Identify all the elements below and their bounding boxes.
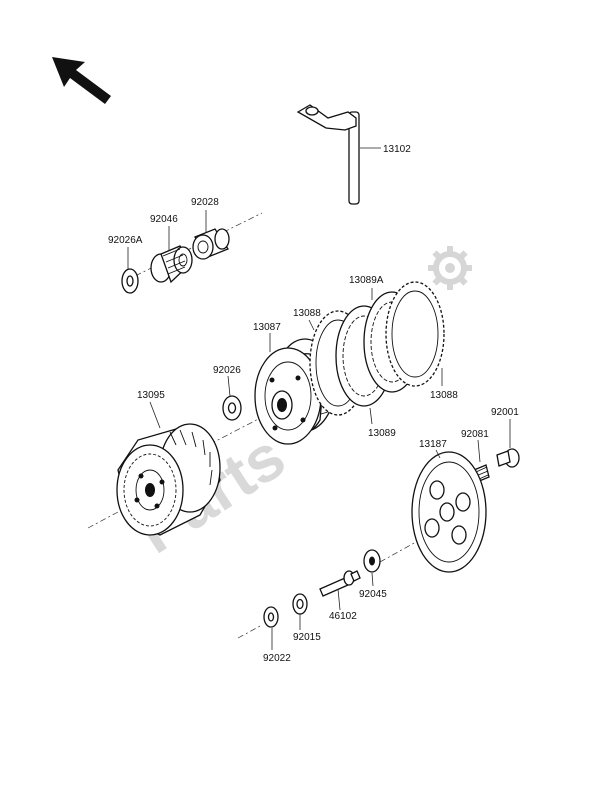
part-92026A-washer	[121, 268, 139, 294]
label-92046: 92046	[150, 214, 178, 225]
part-92045-bearing	[363, 549, 381, 573]
label-46102: 46102	[329, 611, 357, 622]
part-92022-washer	[263, 606, 279, 628]
label-92026: 92026	[213, 365, 241, 376]
part-13095-clutch-housing	[116, 423, 221, 536]
label-13187: 13187	[419, 439, 447, 450]
label-13089: 13089	[368, 428, 396, 439]
part-92015-nut	[292, 593, 308, 615]
label-92022: 92022	[263, 653, 291, 664]
label-13095: 13095	[137, 390, 165, 401]
part-13087-clutch-hub	[254, 338, 336, 445]
part-46102-push-rod	[319, 570, 361, 597]
label-92015: 92015	[293, 632, 321, 643]
label-13088-top: 13088	[293, 308, 321, 319]
label-13088-right: 13088	[430, 390, 458, 401]
part-92001-bolt	[496, 448, 520, 468]
label-92081: 92081	[461, 429, 489, 440]
label-92045: 92045	[359, 589, 387, 600]
label-13087: 13087	[253, 322, 281, 333]
part-13088-friction-plate-rear	[385, 281, 445, 387]
part-13187-pressure-plate	[411, 451, 487, 573]
label-92001: 92001	[491, 407, 519, 418]
arrow-up-left-icon	[52, 57, 111, 104]
part-92026-washer	[222, 395, 242, 421]
part-92046-needle-bearing	[150, 245, 193, 284]
label-92026A: 92026A	[108, 235, 143, 246]
label-92028: 92028	[191, 197, 219, 208]
part-92028-sleeve	[192, 228, 230, 260]
watermark-gear-icon	[428, 246, 472, 290]
label-13102: 13102	[383, 144, 411, 155]
part-13102-release-shaft	[296, 104, 360, 205]
label-13089A: 13089A	[349, 275, 384, 286]
